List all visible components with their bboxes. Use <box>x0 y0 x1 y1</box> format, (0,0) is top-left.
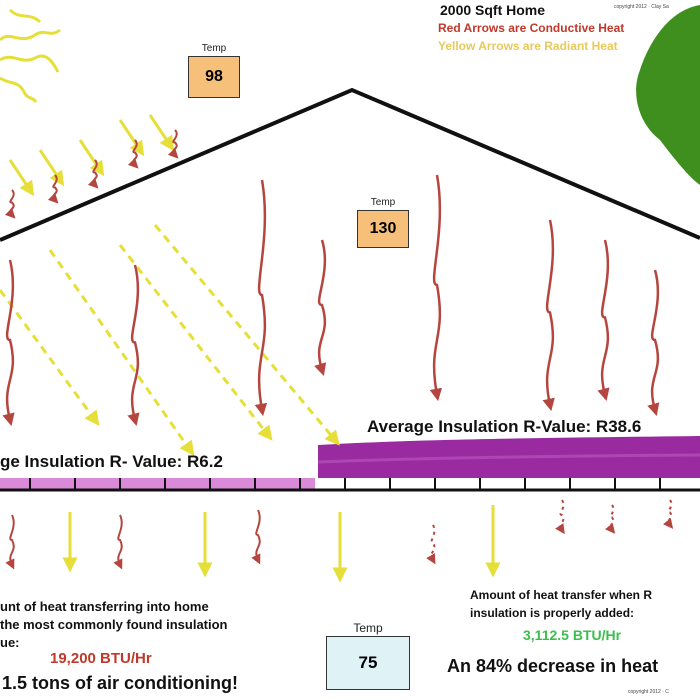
radiant-heat-arrows-living-space <box>62 505 501 583</box>
conductive-arrow-below <box>251 509 261 565</box>
legend-conductive: Red Arrows are Conductive Heat <box>438 21 625 35</box>
ceiling-joists <box>29 478 661 490</box>
attic-temp-label: Temp <box>370 197 396 208</box>
outside-temp-box: Temp 98 <box>188 43 240 98</box>
inside-temp-value: 75 <box>358 653 378 672</box>
left-tons-text: 1.5 tons of air conditioning! <box>2 673 238 693</box>
roof <box>0 87 700 242</box>
sun-rays <box>0 8 61 103</box>
tree <box>636 5 700 185</box>
conductive-arrow-reduced <box>426 524 436 565</box>
radiant-arrow-roof <box>148 114 175 152</box>
conductive-arrow <box>597 239 610 402</box>
conductive-arrow-roof <box>4 189 16 219</box>
left-btu-value: 19,200 BTU/Hr <box>50 650 152 667</box>
outside-temp-label: Temp <box>201 43 227 54</box>
radiant-arrow-roof <box>8 159 35 197</box>
right-decrease-text: An 84% decrease in heat <box>447 656 659 676</box>
conductive-arrow-reduced <box>604 504 616 534</box>
radiant-arrow-roof <box>38 149 65 187</box>
conductive-arrow <box>127 264 140 427</box>
conductive-arrow-reduced <box>662 499 674 529</box>
legend-radiant: Yellow Arrows are Radiant Heat <box>438 39 618 53</box>
conductive-arrow-roof <box>47 174 59 204</box>
radiant-arrow <box>0 289 100 427</box>
radiant-arrow <box>153 224 340 446</box>
inside-temp-box: Temp 75 <box>326 621 410 690</box>
right-heat-text-2: insulation is properly added: <box>470 606 635 620</box>
left-heat-text-2: the most commonly found insulation <box>0 617 228 632</box>
conductive-arrow-below <box>5 514 15 570</box>
conductive-arrow-roof <box>167 129 179 159</box>
conductive-arrow <box>314 239 327 376</box>
copyright-top: copyright 2012 · Clay Sa <box>614 4 669 10</box>
conductive-arrow-roof <box>87 159 99 189</box>
home-size-label: 2000 Sqft Home <box>440 2 546 18</box>
conductive-arrow <box>429 174 443 402</box>
left-heat-text-3: ue: <box>0 635 20 650</box>
conductive-arrow-below <box>113 514 123 570</box>
attic-temp-value: 130 <box>369 220 397 237</box>
conductive-arrow-roof <box>127 139 139 169</box>
right-btu-value: 3,112.5 BTU/Hr <box>523 627 622 643</box>
outside-temp-value: 98 <box>205 68 223 85</box>
insulation-left <box>0 478 315 490</box>
conductive-arrow-reduced <box>555 499 565 535</box>
conductive-arrow <box>647 269 660 417</box>
right-insulation-label: Average Insulation R-Value: R38.6 <box>367 417 642 436</box>
conductive-arrow <box>542 219 555 412</box>
inside-temp-label: Temp <box>353 621 383 635</box>
radiant-arrow <box>48 249 195 457</box>
radiant-arrow <box>118 244 273 441</box>
right-heat-text-1: Amount of heat transfer when R <box>470 588 653 602</box>
radiant-heat-arrows-attic <box>0 114 340 457</box>
attic-temp-box: Temp 130 <box>357 197 409 248</box>
conductive-arrow <box>2 259 15 427</box>
conductive-heat-arrows <box>2 129 674 570</box>
left-heat-text-1: unt of heat transferring into home <box>0 599 209 614</box>
conductive-arrow <box>254 179 268 417</box>
left-insulation-label: ge Insulation R- Value: R6.2 <box>0 452 223 471</box>
copyright-bottom: copyright 2012 · C <box>628 689 669 695</box>
